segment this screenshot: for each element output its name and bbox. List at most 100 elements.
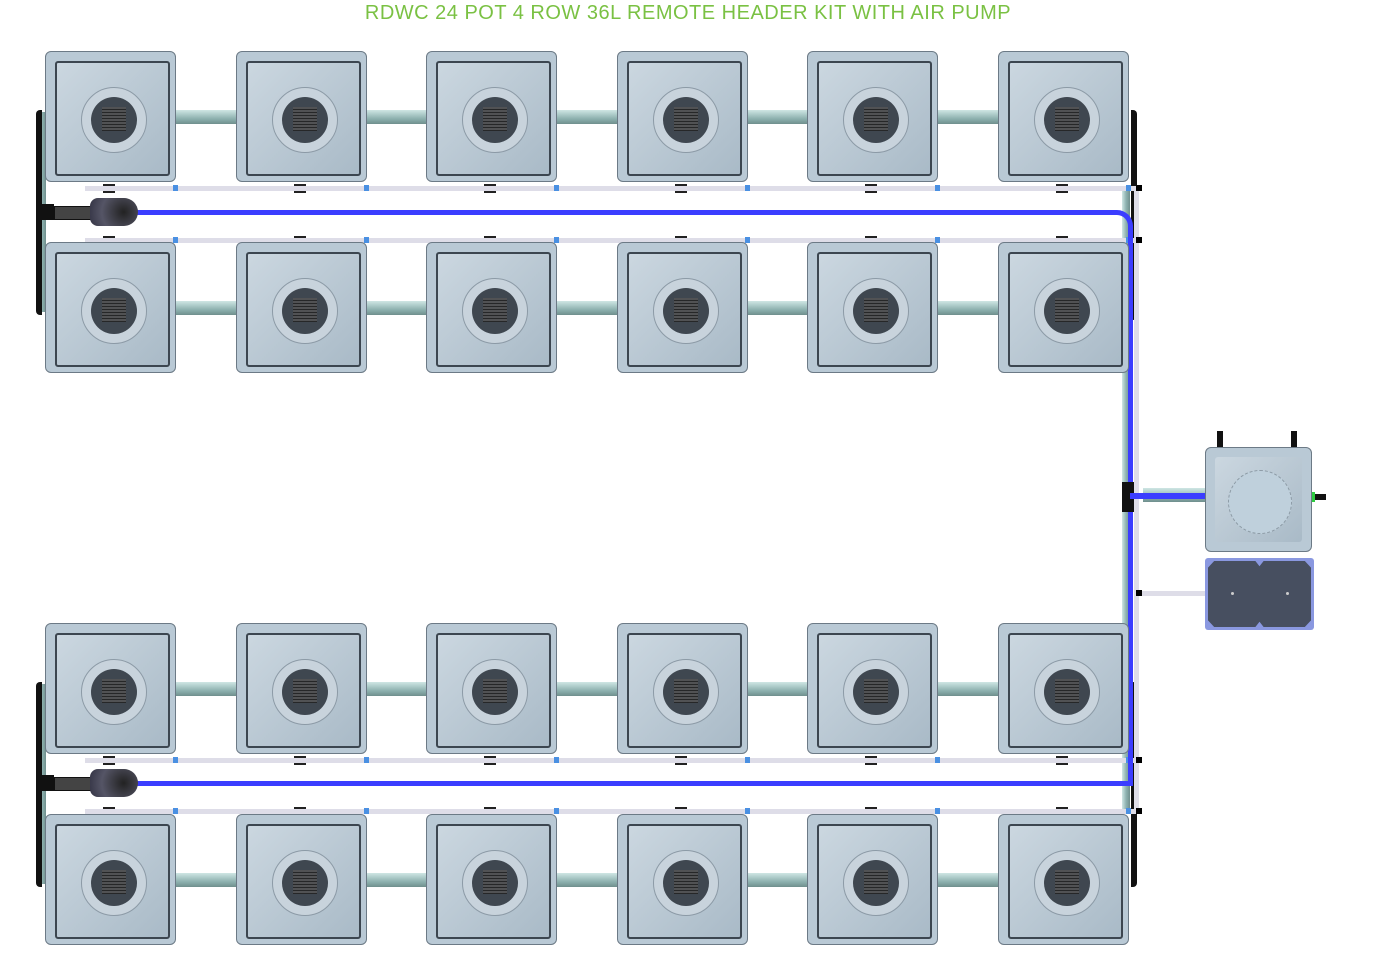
pot (426, 623, 557, 754)
pot (807, 51, 938, 182)
pot (617, 814, 748, 945)
air-line-bend (1105, 210, 1133, 240)
net-pot (472, 860, 518, 906)
connecting-pipe (175, 110, 236, 124)
net-pot (1044, 97, 1090, 143)
connecting-pipe (747, 682, 807, 696)
end-cap (1136, 808, 1142, 814)
net-pot (91, 288, 137, 334)
net-pot (472, 669, 518, 715)
connecting-pipe (747, 873, 807, 887)
net-pot (282, 669, 328, 715)
clip (1056, 756, 1068, 765)
clip (294, 184, 306, 193)
air-pump (1205, 558, 1314, 630)
connecting-pipe (747, 110, 807, 124)
clip (103, 756, 115, 765)
header-lid (1228, 470, 1292, 534)
connecting-pipe (556, 682, 617, 696)
pot (807, 623, 938, 754)
connecting-pipe (556, 873, 617, 887)
pot (807, 814, 938, 945)
net-pot (1044, 669, 1090, 715)
net-pot (282, 97, 328, 143)
air-stone-fitting (54, 777, 94, 791)
connector (364, 237, 369, 243)
connector (745, 808, 750, 814)
air-line-to-header (1130, 493, 1205, 499)
connector (173, 185, 178, 191)
net-pot (663, 288, 709, 334)
feed-line (85, 809, 1140, 814)
air-stone-fitting (54, 206, 94, 220)
end-cap (1136, 185, 1142, 191)
pot (236, 814, 367, 945)
net-pot (1044, 288, 1090, 334)
air-stone-icon (90, 198, 138, 226)
connecting-pipe (937, 682, 998, 696)
pot (617, 623, 748, 754)
connector (554, 237, 559, 243)
pot (998, 242, 1129, 373)
air-line (130, 781, 1115, 786)
net-pot (91, 97, 137, 143)
drain-fitting (1315, 494, 1326, 500)
pot (45, 814, 176, 945)
net-pot (853, 97, 899, 143)
clip (865, 184, 877, 193)
float-valve (1291, 431, 1297, 447)
pot (426, 814, 557, 945)
connector (745, 757, 750, 763)
pot (998, 814, 1129, 945)
pot (617, 51, 748, 182)
clip (675, 184, 687, 193)
connector (935, 185, 940, 191)
connector (554, 808, 559, 814)
clip (675, 756, 687, 765)
net-pot (91, 860, 137, 906)
pot (45, 242, 176, 373)
pot (45, 51, 176, 182)
connecting-pipe (747, 301, 807, 315)
header-tank (1205, 447, 1312, 552)
net-pot (663, 97, 709, 143)
air-stone-fitting (36, 775, 54, 791)
connector (173, 808, 178, 814)
air-line (130, 210, 1115, 215)
net-pot (663, 669, 709, 715)
connecting-pipe (937, 873, 998, 887)
diagram-title: RDWC 24 POT 4 ROW 36L REMOTE HEADER KIT … (364, 2, 1012, 24)
clip (484, 756, 496, 765)
net-pot (282, 860, 328, 906)
connecting-pipe (937, 301, 998, 315)
drain-line (1137, 591, 1205, 596)
pot (236, 51, 367, 182)
pot (236, 242, 367, 373)
pot (236, 623, 367, 754)
clip (484, 184, 496, 193)
connector (554, 185, 559, 191)
connector (935, 757, 940, 763)
net-pot (282, 288, 328, 334)
connector (935, 237, 940, 243)
clip (865, 756, 877, 765)
net-pot (1044, 860, 1090, 906)
connector (364, 185, 369, 191)
end-cap (1136, 757, 1142, 763)
connector (745, 185, 750, 191)
clip (103, 184, 115, 193)
connector (1126, 808, 1131, 814)
connector (935, 808, 940, 814)
connecting-pipe (937, 110, 998, 124)
net-pot (472, 288, 518, 334)
connector (173, 237, 178, 243)
connector (554, 757, 559, 763)
end-cap (1136, 590, 1142, 596)
feed-line (85, 238, 1140, 243)
pot (426, 242, 557, 373)
connecting-pipe (175, 301, 236, 315)
pot (426, 51, 557, 182)
connector (1126, 185, 1131, 191)
connecting-pipe (366, 873, 426, 887)
pot (617, 242, 748, 373)
